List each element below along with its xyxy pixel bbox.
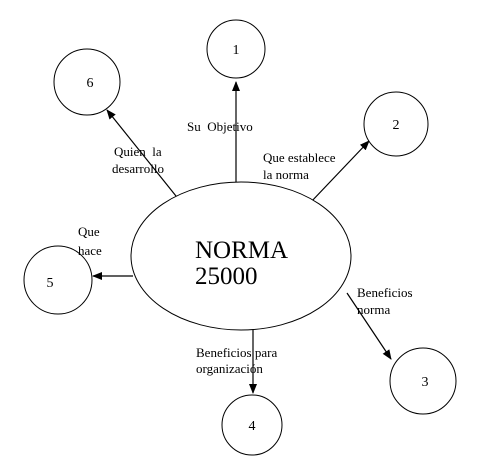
edge-desarrollo — [106, 109, 181, 202]
edge-label-objetivo: Su Objetivo — [187, 119, 253, 134]
edge-establece — [309, 140, 370, 204]
node-5-label: 5 — [47, 276, 54, 291]
edge-label-hace-line2: hace — [78, 243, 102, 258]
edge-label-beneficios-norma-line2: norma — [357, 302, 390, 317]
edge-label-hace-line1: Que — [78, 224, 100, 239]
node-4: 4 — [221, 394, 283, 456]
node-2-label: 2 — [393, 118, 400, 133]
node-6-label: 6 — [87, 76, 94, 91]
edge-label-beneficios-org-line1: Beneficios para — [196, 345, 277, 360]
center-title-line2: 25000 — [195, 263, 258, 290]
edge-label-establece-line1: Que establece — [263, 150, 336, 165]
edge-label-establece-line2: la norma — [263, 167, 309, 182]
edge-label-desarrollo-line1: Quien la — [114, 144, 162, 159]
edge-label-beneficios-norma-line1: Beneficios — [357, 285, 413, 300]
center-title-line1: NORMA — [195, 237, 288, 264]
node-4-label: 4 — [249, 419, 256, 434]
edge-label-beneficios-org-line2: organización — [196, 361, 263, 376]
center-ellipse — [130, 181, 352, 331]
node-2: 2 — [363, 91, 429, 157]
node-1-label: 1 — [233, 43, 240, 58]
node-6: 6 — [53, 48, 121, 116]
node-3: 3 — [389, 347, 457, 415]
edge-label-desarrollo-line2: desarrollo — [112, 161, 164, 176]
node-1: 1 — [206, 19, 266, 79]
node-3-label: 3 — [422, 375, 429, 390]
node-5: 5 — [23, 245, 93, 315]
edge-beneficios-norma — [346, 292, 392, 360]
